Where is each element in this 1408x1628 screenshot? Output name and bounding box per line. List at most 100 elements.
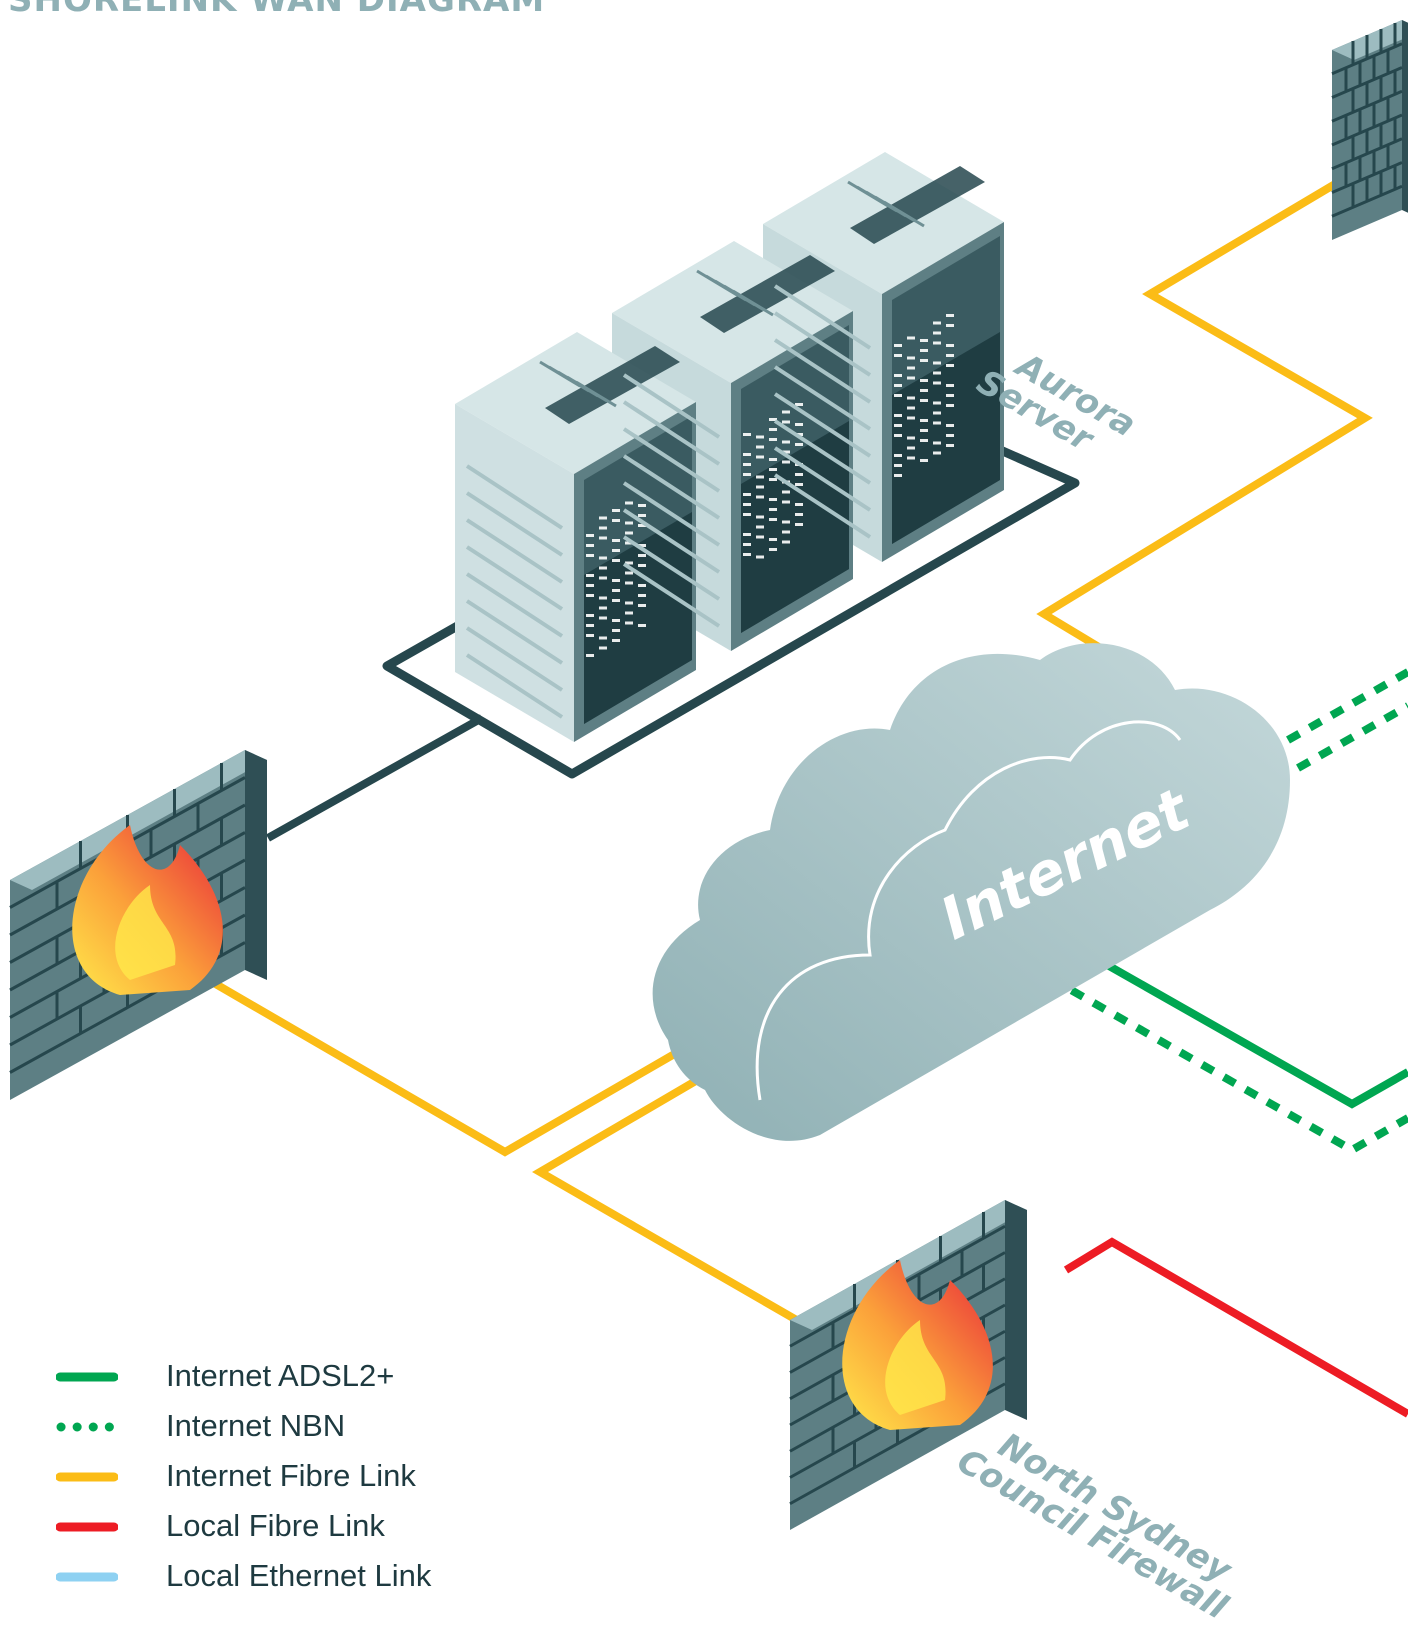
server-led: [769, 438, 777, 441]
server-led: [920, 429, 928, 432]
server-led: [599, 526, 607, 530]
server-led: [946, 354, 954, 357]
server-led: [743, 473, 751, 476]
server-led: [894, 424, 902, 427]
server-led: [894, 344, 902, 347]
legend-item-adsl: Internet ADSL2+: [56, 1358, 496, 1408]
server-led: [743, 493, 751, 496]
server-led: [638, 624, 646, 627]
server-led: [612, 619, 620, 622]
server-led: [769, 508, 777, 511]
aurora-server-rack: [455, 152, 1004, 742]
server-led: [756, 435, 764, 439]
legend-label: Internet ADSL2+: [166, 1358, 395, 1393]
server-led: [933, 361, 941, 365]
server-grille: [575, 380, 617, 408]
server-led: [920, 389, 928, 392]
server-led: [612, 549, 620, 552]
connections: [192, 170, 1408, 1418]
server-led: [933, 421, 941, 425]
server-led: [625, 501, 633, 505]
server-vent: [622, 427, 721, 493]
server-vent: [465, 653, 564, 719]
server-vent: [622, 481, 721, 547]
server-led: [782, 410, 790, 414]
server-led: [894, 394, 902, 397]
server-vent: [622, 400, 721, 466]
server-vent: [465, 545, 564, 611]
legend-item-fibre: Internet Fibre Link: [56, 1458, 496, 1508]
fire-inner: [885, 1320, 946, 1415]
server-led: [933, 341, 941, 345]
server-led: [599, 566, 607, 570]
server-led: [743, 433, 751, 436]
server-vent: [773, 365, 872, 431]
server-led: [795, 513, 803, 516]
server-led: [769, 518, 777, 521]
legend-label: Internet Fibre Link: [166, 1458, 416, 1493]
legend-swatch-solid-light-blue: [56, 1572, 118, 1582]
server-led: [907, 376, 915, 380]
server-led: [920, 419, 928, 422]
server-led: [756, 455, 764, 459]
server-vent: [622, 508, 721, 574]
legend: Internet ADSL2+ Internet NBN Internet Fi…: [56, 1358, 496, 1608]
server-led: [756, 535, 764, 539]
server-led: [586, 594, 594, 597]
server-led: [933, 321, 941, 325]
server-led: [625, 611, 633, 615]
server-led: [795, 503, 803, 506]
server-led: [769, 538, 777, 541]
server-led: [586, 534, 594, 537]
server-led: [625, 531, 633, 535]
server-led: [946, 444, 954, 447]
server-led: [625, 581, 633, 585]
server-led: [782, 420, 790, 424]
legend-label: Local Fibre Link: [166, 1508, 385, 1543]
server-led: [756, 485, 764, 489]
legend-label: Local Ethernet Link: [166, 1558, 432, 1593]
server-led: [782, 530, 790, 534]
server-led: [586, 634, 594, 637]
server-led: [743, 543, 751, 546]
server-vent: [773, 311, 872, 377]
server-led: [612, 559, 620, 562]
server-led: [894, 434, 902, 437]
server-vent: [773, 446, 872, 512]
server-led: [599, 536, 607, 540]
server-led: [625, 601, 633, 605]
server-vent: [465, 518, 564, 584]
server-led: [756, 475, 764, 479]
server-led: [638, 504, 646, 507]
server-led: [795, 423, 803, 426]
server-led: [894, 474, 902, 477]
server-led: [920, 359, 928, 362]
server-vent: [773, 473, 872, 539]
legend-swatch-dotted-green: [56, 1422, 118, 1432]
server-led: [894, 354, 902, 357]
server-vent: [465, 626, 564, 692]
server-led: [907, 436, 915, 440]
server-led: [586, 544, 594, 547]
firewall-top-right: [1331, 20, 1408, 240]
server-led: [894, 414, 902, 417]
server-led: [599, 646, 607, 650]
server-led: [638, 604, 646, 607]
server-led: [946, 424, 954, 427]
server-led: [612, 599, 620, 602]
server-led: [894, 454, 902, 457]
server-led: [795, 483, 803, 486]
server-led: [920, 379, 928, 382]
server-details: [465, 180, 954, 719]
server-led: [907, 446, 915, 450]
legend-swatch-solid-red: [56, 1522, 118, 1532]
server-led: [920, 399, 928, 402]
server-vent: [622, 535, 721, 601]
server-led: [599, 606, 607, 610]
server-vent: [773, 419, 872, 485]
server-led: [933, 401, 941, 405]
server-led: [946, 344, 954, 347]
cloud-body: [652, 643, 1290, 1141]
server-led: [743, 463, 751, 466]
server-led: [907, 366, 915, 370]
